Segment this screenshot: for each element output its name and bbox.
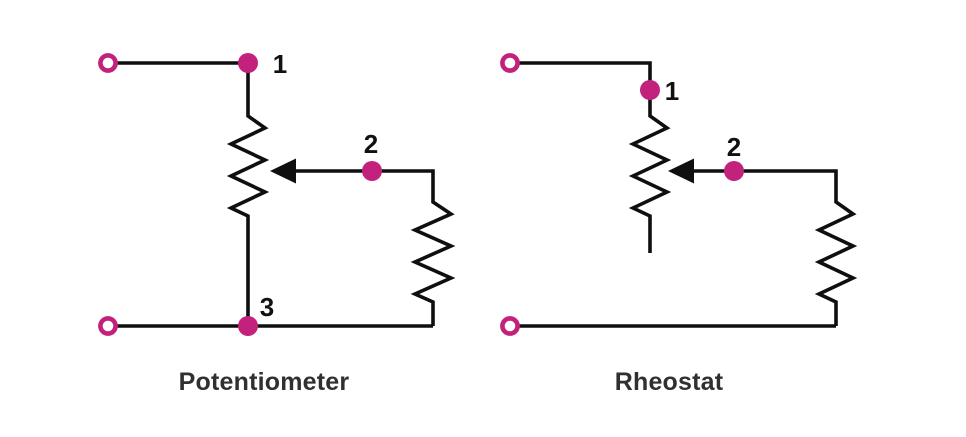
rheo-terminal-dot-1: [640, 80, 660, 100]
pot-wiper-arrow-icon: [270, 158, 296, 184]
rheo-open-terminal-top: [500, 53, 520, 73]
rheo-terminal-dot-2: [724, 161, 744, 181]
rheo-wiper-arrow-icon: [668, 158, 694, 184]
pot-terminal-dot-1: [238, 53, 258, 73]
rheo-wiper-branch-path: [692, 169, 858, 326]
pot-main-resistor-path: [226, 63, 270, 326]
potentiometer-diagram: 1 2 3 Potentiometer: [98, 49, 456, 396]
pot-terminal-label-1: 1: [273, 49, 287, 79]
pot-terminal-dot-2: [362, 161, 382, 181]
rheostat-title: Rheostat: [615, 368, 724, 396]
rheo-terminal-label-1: 1: [665, 76, 679, 106]
pot-wiper-branch-path: [294, 169, 456, 326]
rheo-terminal-label-2: 2: [727, 132, 741, 162]
potentiometer-title: Potentiometer: [179, 368, 350, 396]
rheostat-diagram: 1 2 Rheostat: [500, 53, 858, 396]
pot-open-terminal-bottom: [98, 316, 118, 336]
rheo-open-terminal-bottom: [500, 316, 520, 336]
pot-terminal-label-2: 2: [364, 129, 378, 159]
pot-terminal-dot-3: [238, 316, 258, 336]
pot-open-terminal-top: [98, 53, 118, 73]
pot-terminal-label-3: 3: [260, 292, 274, 322]
